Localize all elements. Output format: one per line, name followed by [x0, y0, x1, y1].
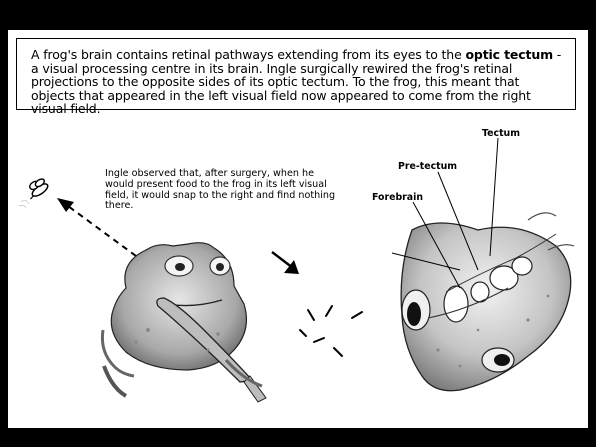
frog-head-brain-diagram: [401, 213, 574, 391]
fly-icon: [23, 176, 49, 200]
forebrain-label: Forebrain: [372, 192, 423, 203]
tectum-label: Tectum: [482, 128, 520, 139]
snap-strike-marks: [300, 306, 362, 356]
comic-panel: A frog's brain contains retinal pathways…: [8, 30, 588, 428]
fly-trail: [19, 200, 29, 208]
pretectum-label: Pre-tectum: [398, 161, 457, 172]
frog-illustration: [102, 243, 266, 402]
illustration: [8, 30, 588, 428]
narration-text: Ingle observed that, after surgery, when…: [105, 169, 345, 212]
snap-arrow: [272, 252, 299, 274]
